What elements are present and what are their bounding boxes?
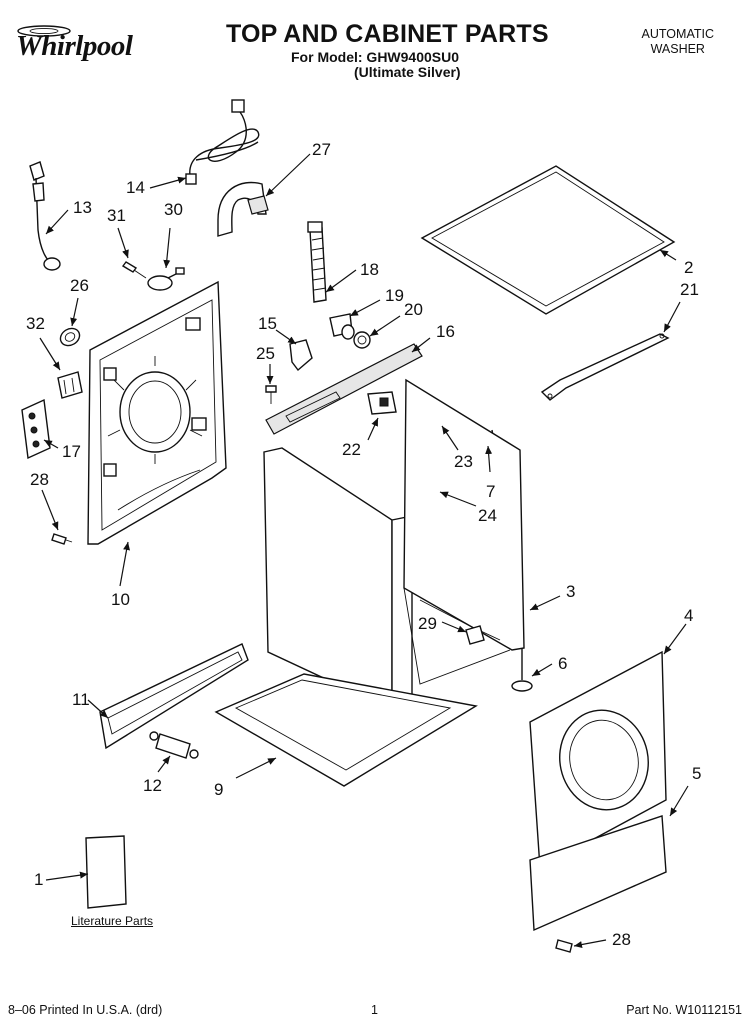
callout-22: 22 xyxy=(342,440,361,459)
callout-9: 9 xyxy=(214,780,224,799)
callout-3: 3 xyxy=(566,582,576,601)
part-4-front-panel xyxy=(529,650,667,870)
model-number: For Model: GHW9400SU0 xyxy=(291,49,460,65)
part-10-rear-panel xyxy=(87,280,227,545)
callout-leader-lines xyxy=(39,153,689,948)
part-17-terminal-block xyxy=(21,398,51,460)
part-3-cabinet xyxy=(263,378,525,712)
part-18-standpipe xyxy=(307,221,327,303)
callout-26: 26 xyxy=(70,276,89,295)
part-32-clip xyxy=(57,371,83,399)
callout-28-bottom: 28 xyxy=(612,930,631,949)
part-29-clip xyxy=(465,625,485,645)
page-number: 1 xyxy=(371,1003,378,1017)
callout-1: 1 xyxy=(34,870,44,889)
callout-28-left: 28 xyxy=(30,470,49,489)
page-title: TOP AND CABINET PARTS xyxy=(226,20,549,48)
part-28-screw-bottom xyxy=(555,939,573,953)
callout-20: 20 xyxy=(404,300,423,319)
callout-29: 29 xyxy=(418,614,437,633)
part-31-screw xyxy=(121,261,147,279)
part-11-bracket xyxy=(99,643,249,750)
callout-2: 2 xyxy=(684,258,694,277)
callout-16: 16 xyxy=(436,322,455,341)
part-14-power-cord xyxy=(185,99,260,185)
callout-4: 4 xyxy=(684,606,694,625)
callout-27: 27 xyxy=(312,140,331,159)
callout-14: 14 xyxy=(126,178,145,197)
part-16-console-support xyxy=(265,343,423,435)
part-6-leveling-leg xyxy=(511,648,533,692)
callout-18: 18 xyxy=(360,260,379,279)
part-9-base xyxy=(214,673,478,787)
part-1-literature xyxy=(85,835,127,909)
model-variant: (Ultimate Silver) xyxy=(354,64,461,80)
product-type: AUTOMATIC WASHER xyxy=(642,27,714,57)
part-21-brace xyxy=(540,333,670,401)
part-5-lower-panel xyxy=(529,815,667,932)
callout-7: 7 xyxy=(486,482,496,501)
part-13-inlet-hose xyxy=(29,161,61,271)
callout-23: 23 xyxy=(454,452,473,471)
print-info: 8–06 Printed In U.S.A. (drd) xyxy=(8,1003,163,1017)
callout-12: 12 xyxy=(143,776,162,795)
callout-11: 11 xyxy=(72,690,90,709)
part-22-switch xyxy=(367,391,397,415)
part-2-top xyxy=(420,165,676,315)
part-number: Part No. W10112151 xyxy=(626,1003,742,1017)
callout-24: 24 xyxy=(478,506,497,525)
part-27-hose-guide xyxy=(217,181,269,237)
callout-32: 32 xyxy=(26,314,45,333)
part-25-screw xyxy=(265,385,277,404)
callout-13: 13 xyxy=(73,198,92,217)
part-20-seal xyxy=(353,331,371,349)
callout-10: 10 xyxy=(111,590,130,609)
callout-5: 5 xyxy=(692,764,702,783)
part-12-damper xyxy=(149,731,199,759)
product-type-line1: AUTOMATIC xyxy=(641,27,714,41)
callout-31: 31 xyxy=(107,206,126,225)
whirlpool-swirl-icon xyxy=(17,25,71,37)
callout-21: 21 xyxy=(680,280,699,299)
part-28-screw-left xyxy=(51,533,73,545)
callout-6: 6 xyxy=(558,654,568,673)
part-19-valve xyxy=(329,313,355,340)
callout-25: 25 xyxy=(256,344,275,363)
callout-19: 19 xyxy=(385,286,404,305)
callout-15: 15 xyxy=(258,314,277,333)
literature-parts-label: Literature Parts xyxy=(71,914,154,928)
callout-17: 17 xyxy=(62,442,81,461)
part-15-bracket xyxy=(289,339,313,372)
part-26-grommet xyxy=(59,327,81,347)
part-30-clamp xyxy=(147,267,185,291)
callout-30: 30 xyxy=(164,200,183,219)
product-type-line2: WASHER xyxy=(650,42,705,56)
